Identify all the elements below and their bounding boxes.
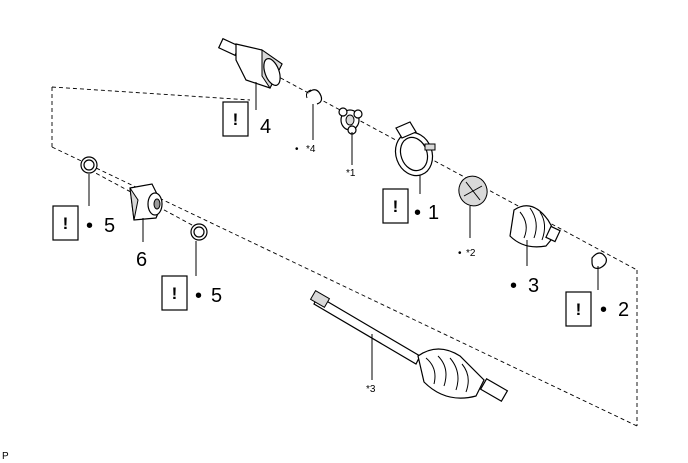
corner-code: P	[2, 451, 9, 462]
part-number-2: 2	[618, 299, 629, 321]
note-star-3: *3	[366, 384, 376, 395]
snap-ring-small	[306, 89, 323, 140]
bullet: •	[195, 285, 202, 307]
bullet: •	[295, 144, 299, 155]
caution-box	[222, 101, 249, 137]
bullet: •	[458, 248, 462, 259]
callout-part-6: 6	[136, 249, 147, 271]
callout-part-5-left: ! • 5	[52, 205, 115, 241]
part-number-5: 5	[211, 285, 222, 307]
center-bearing	[129, 183, 163, 242]
boot-dust-cover	[458, 175, 488, 238]
callout-star-2: • *2	[458, 248, 476, 259]
caution-box	[161, 275, 188, 311]
callout-star-3: *3	[366, 384, 376, 395]
caution-mark: !	[576, 300, 582, 319]
caution-box	[565, 291, 592, 327]
callout-star-1: *1	[346, 168, 356, 179]
bullet: •	[86, 215, 93, 237]
callout-part-2: ! • 2	[565, 291, 629, 327]
part-number-3: 3	[528, 275, 539, 297]
caution-box	[382, 188, 409, 224]
part-number-6: 6	[136, 249, 147, 271]
bearing-seal-mid	[190, 223, 208, 276]
bearing-seal-left	[80, 156, 98, 206]
inboard-boot	[509, 205, 561, 266]
bullet: •	[600, 299, 607, 321]
caution-mark: !	[172, 284, 178, 303]
caution-box	[52, 205, 79, 241]
caution-mark: !	[233, 110, 239, 129]
callout-part-3: • 3	[510, 275, 539, 297]
callout-part-1: ! • 1	[382, 188, 439, 224]
drive-shaft	[309, 289, 509, 403]
part-number-5: 5	[104, 215, 115, 237]
snap-ring-large	[591, 252, 607, 290]
caution-mark: !	[393, 197, 399, 216]
part-number-4: 4	[260, 116, 271, 138]
callout-part-5-mid: ! • 5	[161, 275, 222, 311]
tripod-joint	[338, 107, 363, 165]
bullet: •	[510, 275, 517, 297]
caution-mark: !	[63, 214, 69, 233]
note-star-2: *2	[466, 248, 476, 259]
callout-star-4: • *4	[295, 144, 316, 155]
boot-clamp	[394, 121, 436, 194]
callout-part-4: ! 4	[222, 101, 271, 138]
bullet: •	[414, 202, 421, 224]
part-number-1: 1	[428, 202, 439, 224]
note-star-4: *4	[306, 144, 316, 155]
outboard-joint-housing	[217, 37, 283, 110]
note-star-1: *1	[346, 168, 356, 179]
